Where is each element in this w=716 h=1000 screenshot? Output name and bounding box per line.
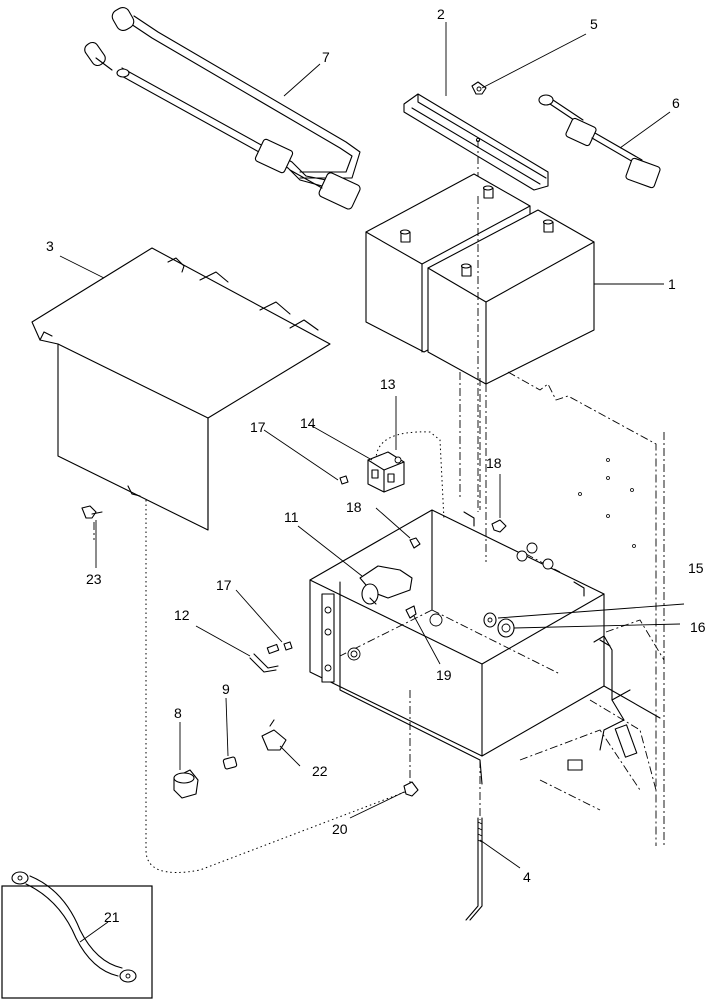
starter-solenoid <box>367 451 405 493</box>
callout-14: 14 <box>300 415 316 431</box>
battery-tray-frame <box>309 509 661 785</box>
wing-nut <box>471 81 487 95</box>
callout-21: 21 <box>104 909 120 925</box>
spacer-bushing <box>222 756 238 770</box>
callout-15: 15 <box>688 560 704 576</box>
callout-4: 4 <box>523 869 531 885</box>
retaining-clip <box>405 605 417 619</box>
screw-upper <box>339 475 349 485</box>
terminal-boot <box>173 769 199 799</box>
battery-cover <box>31 247 331 531</box>
battery-disconnect-switch <box>359 565 413 605</box>
leader-lines <box>59 22 685 943</box>
callout-7: 7 <box>322 49 330 65</box>
callout-17-lower: 17 <box>216 577 232 593</box>
callout-13: 13 <box>380 376 396 392</box>
grommet-small <box>483 612 497 628</box>
callout-16: 16 <box>690 619 706 635</box>
inset-ground-strap-box <box>1 871 153 999</box>
hold-down-rod <box>465 817 483 921</box>
grommet-large <box>497 618 515 638</box>
callout-6: 6 <box>672 95 680 111</box>
battery-cable-pair <box>84 6 361 210</box>
nut-lower <box>409 537 421 549</box>
callout-23: 23 <box>86 571 102 587</box>
callout-5: 5 <box>590 16 598 32</box>
battery-right <box>427 209 595 385</box>
callout-9: 9 <box>222 681 230 697</box>
callout-1: 1 <box>668 276 676 292</box>
callout-19: 19 <box>436 667 452 683</box>
callout-18-lower: 18 <box>346 499 362 515</box>
callout-labels: 1 2 3 4 5 6 7 8 9 11 12 13 14 15 16 17 1… <box>46 6 706 925</box>
callout-3: 3 <box>46 238 54 254</box>
callout-12: 12 <box>174 607 190 623</box>
nut-upper <box>491 519 507 533</box>
inline-connector <box>261 719 287 751</box>
cable-route-dotted <box>145 500 411 873</box>
callout-18-upper: 18 <box>486 455 502 471</box>
callout-22: 22 <box>312 763 328 779</box>
machine-frame-outline <box>459 371 665 846</box>
wing-bolt <box>81 505 103 519</box>
callout-11: 11 <box>284 509 299 525</box>
callout-20: 20 <box>332 821 348 837</box>
cable-route-dotted-solenoid <box>375 431 445 521</box>
callout-2: 2 <box>437 6 445 22</box>
battery-hold-down-bracket <box>403 93 549 196</box>
disconnect-key <box>249 643 280 673</box>
callout-8: 8 <box>174 705 182 721</box>
callout-17-upper: 17 <box>250 419 266 435</box>
short-battery-cable <box>538 94 661 189</box>
hex-nut <box>403 781 419 797</box>
screw-lower <box>283 641 293 651</box>
